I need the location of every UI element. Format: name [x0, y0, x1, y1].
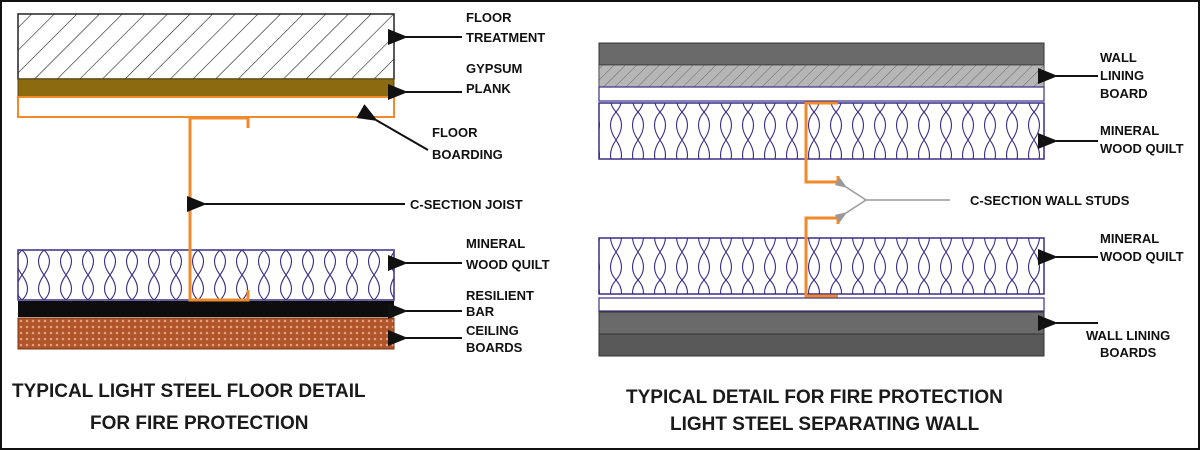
- label-mineral-wood-quilt-line2: WOOD QUILT: [466, 257, 550, 272]
- label-wall-lining-board-line3: BOARD: [1100, 86, 1148, 101]
- label-wall-lining-board-line2: LINING: [1100, 68, 1144, 83]
- floor-boarding-layer: [17, 96, 395, 118]
- label-resilient-bar-line2: BAR: [466, 304, 495, 319]
- label-wall-lining-board-line1: WALL: [1100, 50, 1137, 65]
- resilient-bar-layer: [18, 301, 394, 317]
- mineral-wood-quilt-layer: [17, 249, 395, 301]
- floor-detail: FLOOR TREATMENT GYPSUM PLANK FLOOR BOARD…: [12, 10, 550, 434]
- label-c-section-wall-studs: C-SECTION WALL STUDS: [970, 193, 1130, 208]
- wall-lining-board-bottom-outer: [598, 333, 1045, 357]
- floor-detail-title-line2: FOR FIRE PROTECTION: [90, 413, 309, 434]
- wall-detail-title-line2: LIGHT STEEL SEPARATING WALL: [670, 414, 980, 435]
- label-mineral-wood-quilt-top-line2: WOOD QUILT: [1100, 141, 1184, 156]
- label-c-section-joist: C-SECTION JOIST: [410, 197, 523, 212]
- mineral-wood-quilt-bottom: [598, 237, 1045, 295]
- wall-detail-title-line1: TYPICAL DETAIL FOR FIRE PROTECTION: [626, 387, 1003, 408]
- label-ceiling-boards-line1: CEILING: [466, 323, 519, 338]
- floor-treatment-layer: [17, 13, 395, 80]
- wall-cavity-top: [598, 86, 1045, 102]
- label-gypsum-plank-line2: PLANK: [466, 81, 511, 96]
- wall-lining-board-top-outer: [598, 42, 1045, 66]
- label-mineral-wood-quilt-bottom-line2: WOOD QUILT: [1100, 249, 1184, 264]
- label-ceiling-boards-line2: BOARDS: [466, 340, 523, 355]
- label-floor-treatment-line1: FLOOR: [466, 10, 512, 25]
- wall-lining-board-top-tint: [599, 65, 1044, 87]
- label-mineral-wood-quilt-bottom-line1: MINERAL: [1100, 231, 1159, 246]
- label-gypsum-plank-line1: GYPSUM: [466, 61, 522, 76]
- ceiling-boards-layer: [17, 317, 395, 350]
- label-mineral-wood-quilt-top-line1: MINERAL: [1100, 123, 1159, 138]
- leader-stud-upper: [834, 177, 867, 201]
- wall-cavity-bottom: [598, 297, 1045, 312]
- label-mineral-wood-quilt-line1: MINERAL: [466, 236, 525, 251]
- wall-lining-board-bottom-inner: [598, 311, 1045, 335]
- leader-stud-lower: [834, 199, 867, 223]
- label-floor-boarding-line1: FLOOR: [432, 125, 478, 140]
- mineral-wood-quilt-top: [598, 102, 1045, 160]
- label-wall-lining-boards-line1: WALL LINING: [1086, 328, 1170, 343]
- wall-detail: WALL LINING BOARD MINERAL WOOD QUILT C-S…: [598, 42, 1184, 435]
- floor-detail-title-line1: TYPICAL LIGHT STEEL FLOOR DETAIL: [12, 381, 366, 402]
- label-floor-boarding-line2: BOARDING: [432, 147, 503, 162]
- label-wall-lining-boards-line2: BOARDS: [1100, 345, 1157, 360]
- label-resilient-bar-line1: RESILIENT: [466, 288, 534, 303]
- gypsum-plank-layer: [17, 78, 395, 98]
- label-floor-treatment-line2: TREATMENT: [466, 30, 545, 45]
- leader-floor-boarding: [356, 104, 429, 151]
